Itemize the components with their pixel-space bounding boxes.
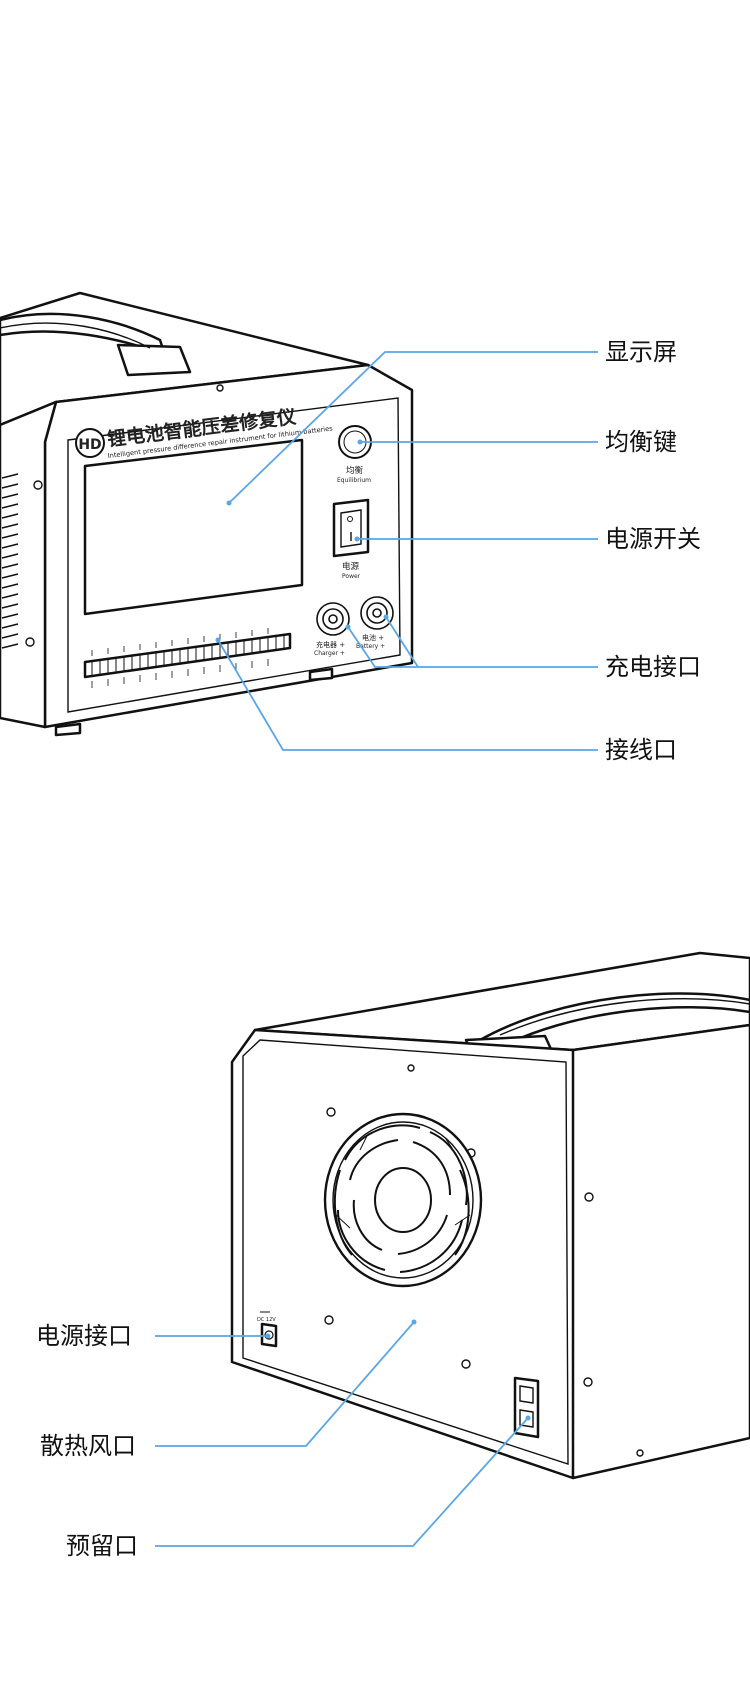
charger-terminal[interactable] [316,602,350,636]
rear-screws [324,1064,644,1457]
svg-text:HD: HD [78,437,101,453]
battery-terminal[interactable] [360,596,394,630]
leader-reserved-port [155,1417,529,1547]
leader-charge-port-a [347,626,598,668]
balance-knob[interactable] [338,425,372,459]
leader-charge-port-b [385,616,419,668]
callout-charge-port: 充电接口 [605,653,701,681]
leader-display [228,351,598,504]
power-label-en: Power [342,573,361,580]
power-switch[interactable] [332,498,370,558]
side-vent-slots [1,473,19,649]
battery-label-cn: 电池 + [362,633,384,642]
callout-reserved-port: 预留口 [66,1532,138,1560]
leader-cooling-vent [155,1321,415,1447]
callout-power-port: 电源接口 [36,1322,132,1350]
front-screws [25,384,224,647]
balance-label-en: Equilibrium [337,477,371,484]
callout-power-switch: 电源开关 [605,525,701,553]
wiring-terminal-block [83,628,292,688]
rear-callouts: 电源接口 散热风口 预留口 [36,1322,138,1560]
callout-cooling-vent: 散热风口 [40,1432,136,1460]
callout-balance-key: 均衡键 [605,428,677,456]
rear-leader-lines [155,1319,531,1547]
rear-view-device: DC 12V [230,951,750,1480]
brand-logo: HD [75,428,105,458]
callout-display: 显示屏 [605,338,677,366]
callout-wiring-port: 接线口 [605,736,677,764]
charger-label-en: Charger + [314,650,345,657]
dc-jack-label: DC 12V [257,1317,276,1323]
power-label-cn: 电源 [342,561,360,572]
leader-wiring-port [217,639,598,751]
front-handle [0,312,192,377]
display-screen [83,438,304,616]
front-leader-lines [215,351,598,751]
cooling-fan [323,1112,483,1288]
battery-label-en: Battery + [356,643,385,650]
balance-label-cn: 均衡 [346,465,364,476]
charger-label-cn: 充电器 + [316,640,345,649]
front-callouts: 显示屏 均衡键 电源开关 充电接口 接线口 [605,338,701,764]
front-view-device: HD 锂电池智能压差修复仪 Intelligent pressure diffe… [0,291,414,737]
reserved-ports[interactable] [513,1376,540,1439]
rear-device-side [571,1023,750,1480]
